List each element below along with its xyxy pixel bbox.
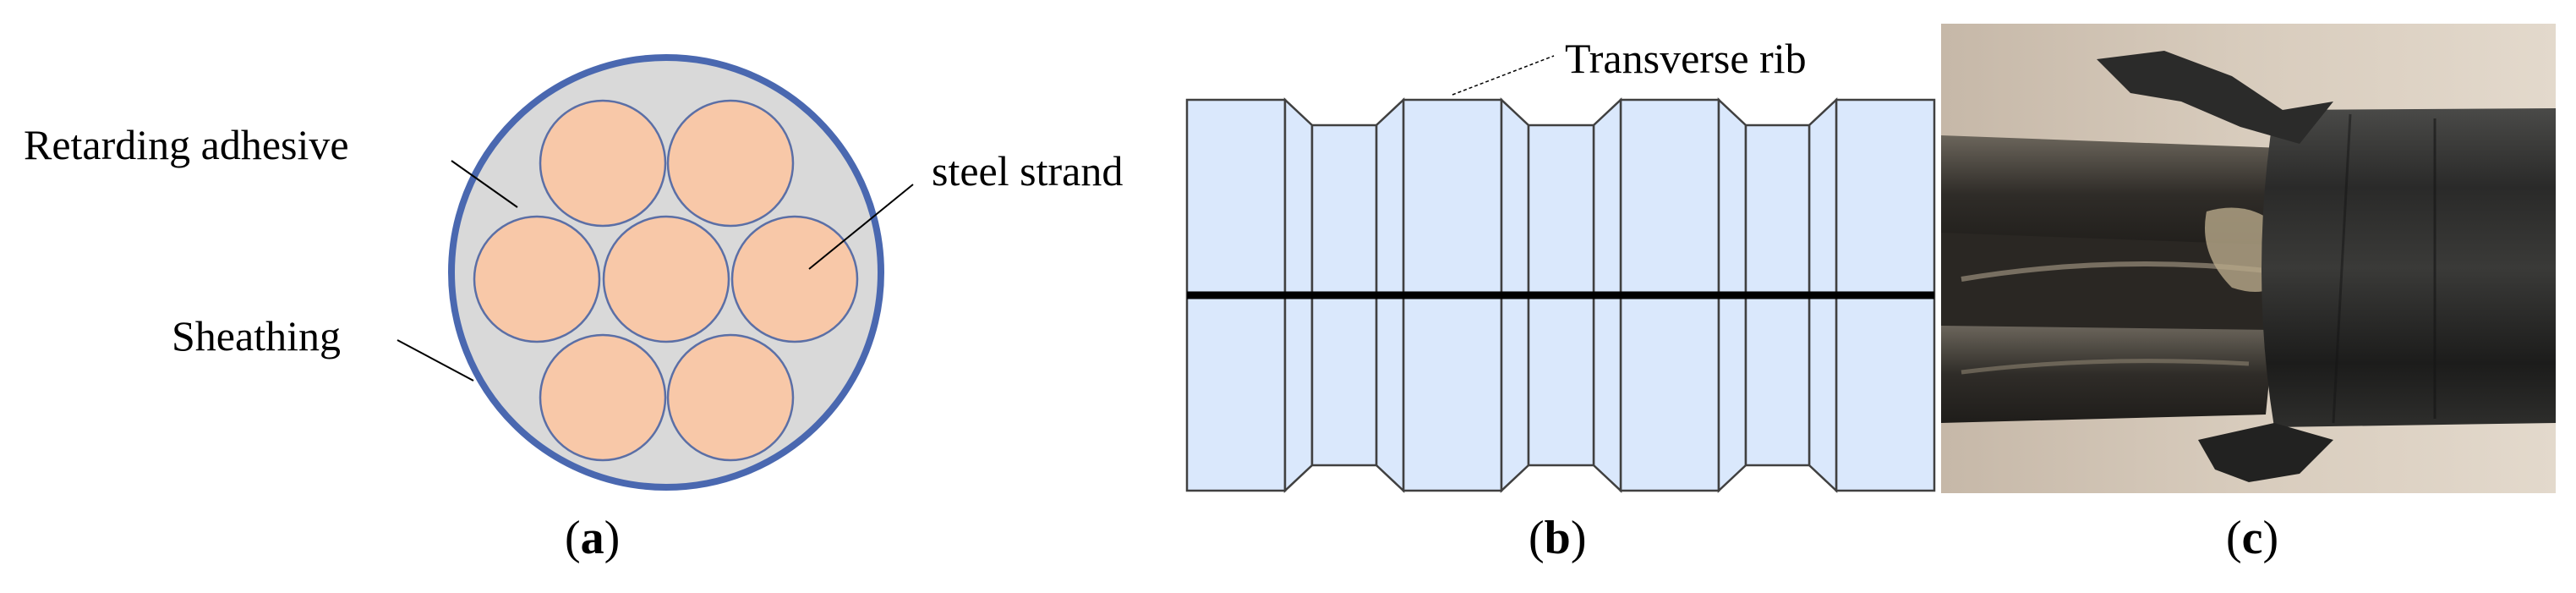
exposed-wire-1 [1941, 135, 2283, 254]
strand-top-left [539, 99, 667, 228]
caption-b-letter: b [1544, 512, 1571, 564]
strand-middle-left [473, 215, 601, 343]
caption-c: (c) [2226, 514, 2278, 562]
caption-b-open: ( [1529, 512, 1545, 564]
caption-a-letter: a [580, 512, 604, 564]
panel-b-side-view [1185, 55, 1936, 493]
caption-c-letter: c [2241, 512, 2263, 564]
leader-retarding-adhesive [451, 160, 518, 208]
strand-bottom-right [666, 333, 795, 462]
caption-b-close: ) [1570, 512, 1587, 564]
panel-c-photograph [1941, 24, 2556, 493]
leader-steel-strand [808, 184, 914, 270]
label-retarding-adhesive: Retarding adhesive [24, 121, 349, 168]
torn-flap-top [2097, 51, 2333, 144]
caption-a: (a) [565, 514, 620, 562]
caption-c-close: ) [2262, 512, 2279, 564]
strand-top-right [666, 99, 795, 228]
steel-strands [473, 99, 859, 462]
wire-highlight-2 [1961, 359, 2250, 375]
leader-transverse-rib [1452, 55, 1555, 96]
label-steel-strand: steel strand [932, 147, 1124, 195]
sheathed-section [2262, 108, 2556, 427]
panel-a-cross-section [397, 54, 914, 491]
caption-c-open: ( [2226, 512, 2242, 564]
exposed-wire-2 [1941, 233, 2283, 334]
label-sheathing: Sheathing [172, 312, 341, 360]
strand-center [602, 215, 730, 343]
strand-bottom-left [539, 333, 667, 462]
caption-b: (b) [1529, 514, 1586, 562]
torn-flap-bottom [2198, 423, 2333, 482]
leader-sheathing [397, 339, 474, 382]
caption-a-open: ( [565, 512, 581, 564]
rib-edge-2 [2332, 113, 2352, 424]
caption-a-close: ) [604, 512, 621, 564]
strand-middle-right [730, 215, 859, 343]
exposed-wire-3 [1941, 326, 2274, 423]
label-transverse-rib: Transverse rib [1565, 35, 1807, 82]
